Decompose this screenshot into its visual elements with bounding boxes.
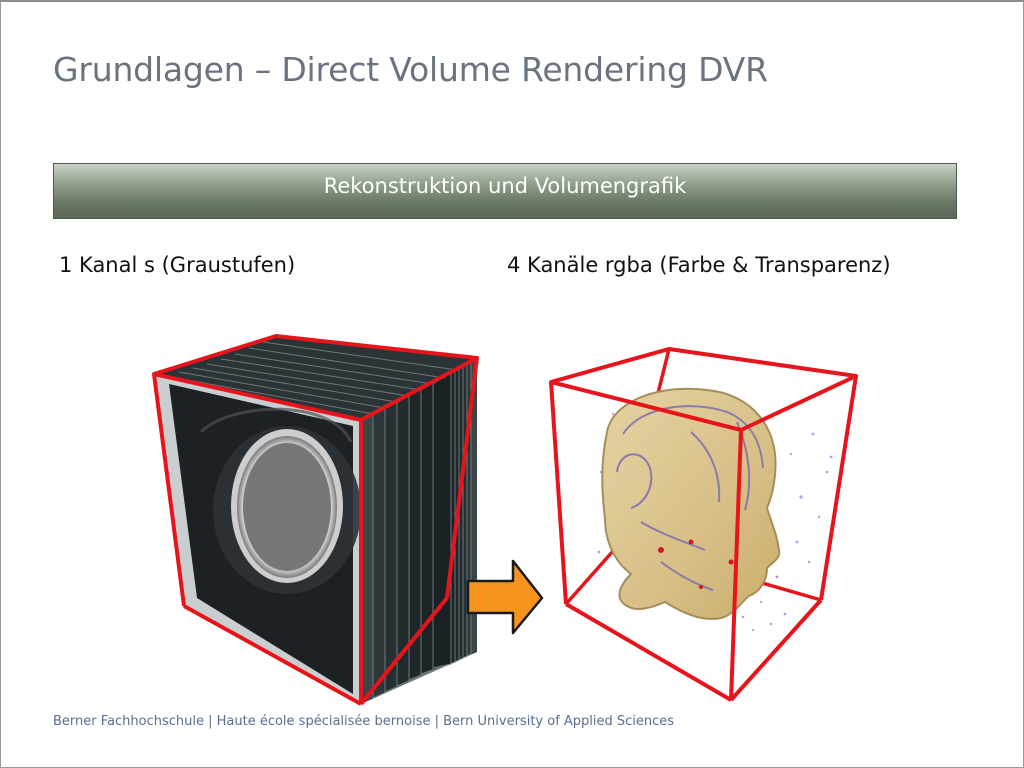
footer-institution: Berner Fachhochschule | Haute école spéc… <box>53 714 675 729</box>
slice-layers <box>154 336 477 704</box>
skull-cross-section <box>199 407 361 594</box>
grayscale-slice-stack <box>152 334 479 706</box>
right-arrow-icon <box>466 559 544 635</box>
slide-title: Grundlagen – Direct Volume Rendering DVR <box>53 50 768 89</box>
head-accent-marks <box>658 539 734 589</box>
transparent-noise-points <box>597 412 839 632</box>
rgba-volume-render <box>549 347 858 702</box>
section-header-label: Rekonstruktion und Volumengrafik <box>323 174 687 198</box>
head-inner-structures <box>616 405 764 591</box>
section-header-bar: Rekonstruktion und Volumengrafik <box>53 163 957 219</box>
caption-rgba: 4 Kanäle rgba (Farbe & Transparenz) <box>507 253 891 277</box>
caption-grayscale: 1 Kanal s (Graustufen) <box>59 253 296 277</box>
grayscale-bounding-box <box>152 334 479 706</box>
rgba-bounding-box-front <box>549 347 858 702</box>
